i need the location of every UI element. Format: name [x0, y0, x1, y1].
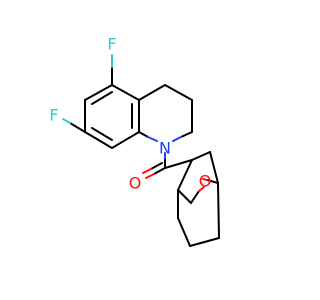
bond-bridge-right-oxygen-part: [202, 178, 208, 181]
bond-ring-c8a-c8: [111, 131, 140, 149]
bond-bicycle-left-upper: [177, 159, 193, 191]
bond-carbonyl-c-o-oxygen-part-b: [142, 168, 152, 174]
atom-labels: F F N O O: [49, 35, 211, 193]
fluorine-top-label: F: [107, 35, 116, 54]
bond-c-f-left-fluorine-part: [62, 118, 71, 124]
bond-bicycle-top-right-a: [191, 151, 211, 161]
bond-carbonyl-c-o-carbon-part-b: [150, 162, 163, 170]
bond-c-f-left-carbon-part: [69, 122, 86, 133]
bond-bicycle-right-vertical: [217, 182, 220, 239]
bond-c8a-n-nitrogen-part: [147, 136, 158, 142]
bond-bridge-right-carbon-part: [206, 179, 219, 184]
nitrogen-label: N: [159, 139, 171, 158]
bond-ring-inner-top: [91, 91, 113, 105]
bond-bicycle-top-right-b: [209, 151, 219, 184]
fluorine-left-label: F: [49, 106, 58, 125]
bond-bridge-left-oxygen-part: [198, 186, 205, 192]
bond-sat-c4-c3: [138, 84, 166, 101]
bond-carbonyl-to-bicycle: [164, 159, 193, 169]
bond-ring-inner-bottom: [91, 127, 113, 141]
structure-svg: F F N O O: [49, 35, 220, 247]
bond-sat-c3-c2: [164, 84, 193, 101]
bond-bridge-left-carbon-part: [190, 190, 200, 204]
bond-carbonyl-c-o-carbon-part-a: [153, 167, 166, 175]
bond-ring-c4a-c4: [111, 84, 140, 101]
bond-c1-n-nitrogen-part: [172, 136, 182, 142]
bridge-oxygen-label: O: [199, 172, 212, 191]
bonds: [62, 54, 220, 247]
bond-c1-n-carbon-part: [180, 131, 193, 138]
bond-ring-c5-c4a: [84, 84, 113, 101]
bond-c8a-n-carbon-part: [138, 131, 149, 138]
carbonyl-oxygen-label: O: [129, 174, 142, 193]
bond-ring-c8-c7: [84, 131, 113, 149]
bond-bicycle-bottom-left: [177, 217, 191, 247]
bond-bicycle-left-to-bridge: [177, 189, 192, 204]
bond-carbonyl-c-o-oxygen-part-a: [145, 173, 155, 179]
molecule-diagram: F F N O O: [49, 34, 220, 247]
bond-bicycle-bottom: [189, 237, 220, 247]
